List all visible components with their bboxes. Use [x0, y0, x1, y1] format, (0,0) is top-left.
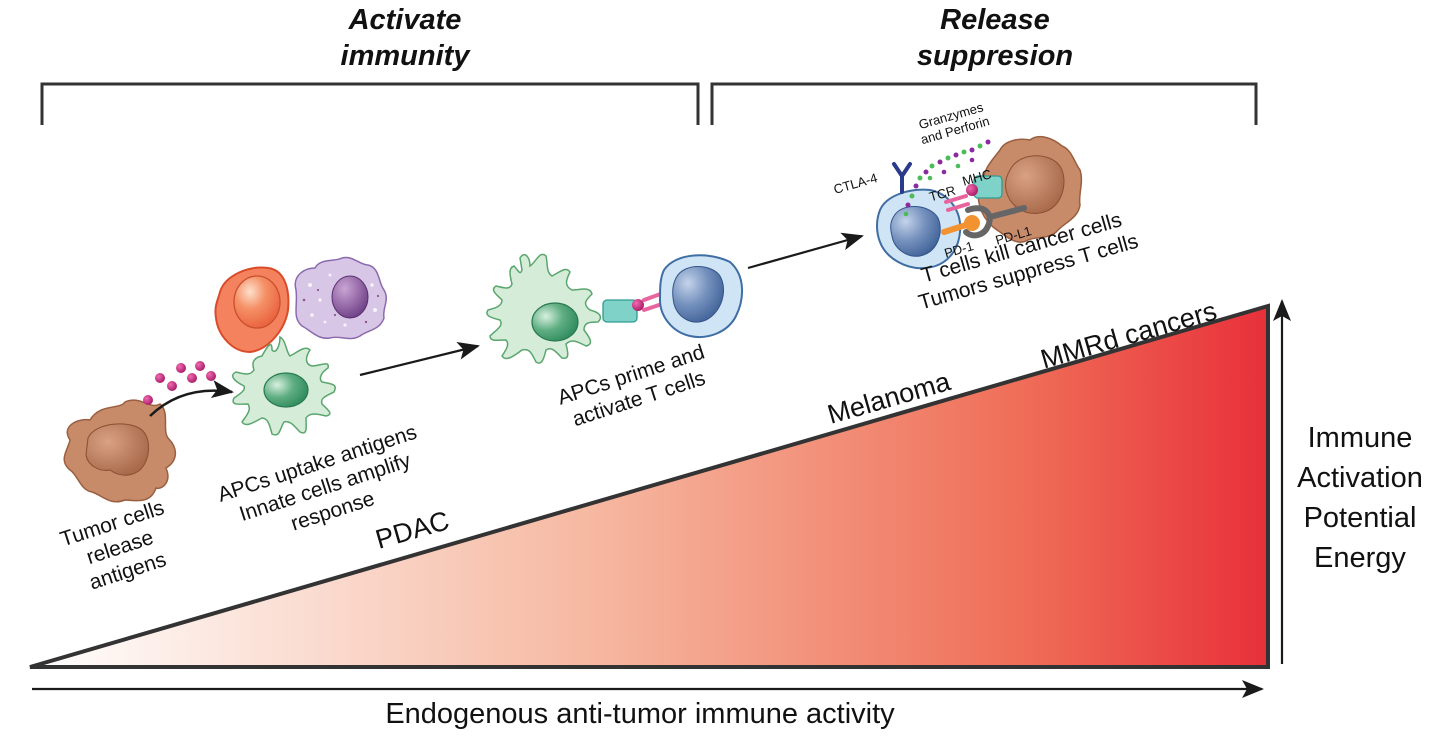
release-bracket: [710, 82, 1258, 125]
uptake-to-prime-arrow: [359, 342, 480, 377]
label-line: Energy: [1314, 542, 1406, 574]
heading-line: Release: [940, 4, 1050, 36]
label-line: Immune: [1307, 422, 1413, 454]
innate-cell-purple-icon: [294, 256, 387, 340]
release-arrow: [149, 380, 234, 417]
x-axis-label: Endogenous anti-tumor immune activity: [385, 698, 895, 730]
label-line: Activation: [1297, 462, 1423, 494]
t-cell-naive-icon: [658, 254, 743, 338]
label-line: Potential: [1303, 502, 1417, 534]
activate-bracket: [40, 82, 700, 125]
tumor-cell-icon: [63, 399, 177, 503]
innate-cell-orange-icon: [214, 266, 290, 354]
effector-t-cell-icon: [876, 188, 962, 270]
activate-immunity-heading: Activate immunity: [305, 2, 505, 74]
tcr-mhc-complex-icon: [944, 175, 1003, 212]
antigen-particles: [143, 361, 216, 405]
apc-dendritic-cell-icon: [232, 335, 336, 436]
apc-priming-cell-icon: [486, 253, 602, 364]
y-axis-label: Immune Activation Potential Energy: [1290, 418, 1430, 578]
ctla4-receptor-icon: [892, 162, 912, 194]
release-suppression-heading: Release suppresion: [885, 2, 1105, 74]
immune-activation-wedge: [29, 303, 1270, 669]
prime-to-kill-arrow: [747, 232, 864, 270]
pd1-pdl1-complex-icon: [941, 205, 1027, 239]
heading-line: suppresion: [916, 40, 1074, 72]
heading-line: Activate: [348, 4, 462, 36]
mhc-tcr-synapse-icon: [602, 290, 670, 323]
heading-line: immunity: [340, 40, 470, 72]
granzyme-perforin-particles: [903, 139, 991, 217]
